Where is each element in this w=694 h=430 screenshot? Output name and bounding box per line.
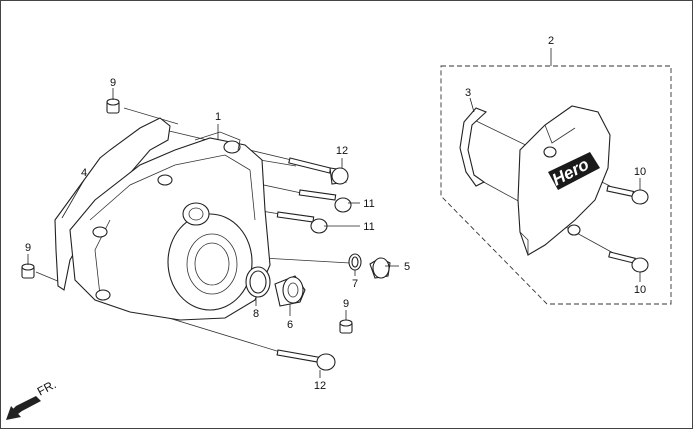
hero-logo-badge [548,152,600,190]
callout-1: 1 [215,111,221,123]
arrow-down-left-icon [6,396,41,420]
sprocket-cover: Hero [517,105,611,256]
callout-7: 7 [352,278,358,290]
callout-6: 6 [287,319,293,331]
bolt-11-upper [298,189,352,213]
callout-11-upper: 11 [363,198,374,210]
callout-10-upper: 10 [634,166,646,178]
callouts: 1 2 3 4 5 6 7 8 9 9 9 10 10 11 11 12 12 [25,35,646,392]
center-hole-cap [369,257,391,279]
callout-3: 3 [465,87,471,99]
gasket [54,117,171,291]
leader-lines [27,48,641,378]
callout-5: 5 [404,261,410,273]
cover-boss [167,213,253,311]
sprocket-cover-seal [459,107,488,187]
dowel-pin-top [106,98,120,114]
small-o-ring [348,253,362,271]
sprocket-cover-group-box [440,65,672,305]
callout-12-bottom: 12 [314,380,326,392]
callout-9-top: 9 [110,77,116,89]
bolt-12-bottom [276,349,336,371]
callout-8: 8 [253,308,259,320]
bolt-12-top [288,157,349,185]
left-crankcase-cover [69,131,271,321]
callout-10-lower: 10 [634,284,646,296]
callout-9-left: 9 [25,242,31,254]
front-direction-label: FR. [35,377,59,398]
dowel-pin-left [21,263,35,279]
o-ring [245,266,271,298]
bolt-11-lower [276,211,328,234]
bolt-10-upper [606,185,649,205]
callout-9-bottom: 9 [343,298,349,310]
callout-2: 2 [548,35,554,47]
dowel-pin-bottom [339,319,353,334]
callout-12-top: 12 [336,145,348,157]
callout-4: 4 [81,167,87,179]
timing-hole-cap [274,275,306,307]
bolt-10-lower [608,251,649,273]
callout-11-lower: 11 [363,221,374,233]
